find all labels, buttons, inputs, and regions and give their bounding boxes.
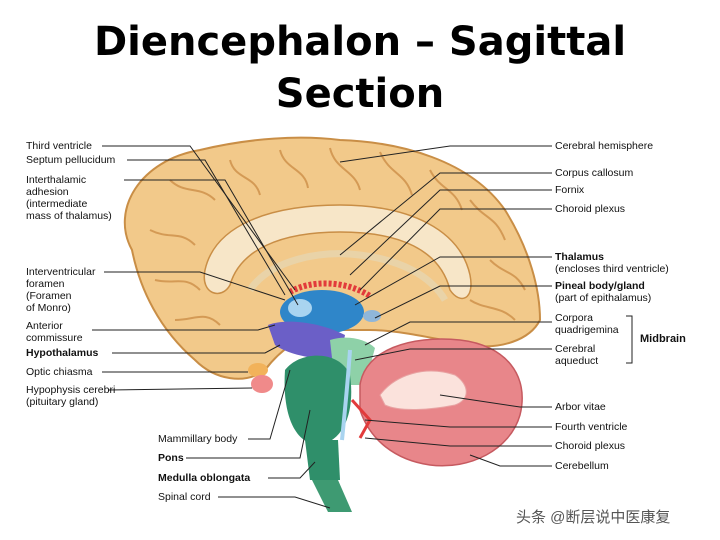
choroid-plexus-top (288, 280, 372, 299)
label-optic-chiasma: Optic chiasma (26, 366, 93, 378)
arbor-vitae (379, 370, 467, 411)
label-hypothalamus: Hypothalamus (26, 347, 99, 359)
label-septum-pellucidum: Septum pellucidum (26, 154, 116, 166)
page-title-line-2: Section (275, 71, 445, 117)
label-hypophysis-2: (pituitary gland) (26, 396, 99, 408)
label-aqueduct-1: Cerebral (555, 343, 596, 355)
label-choroid-plexus-bottom: Choroid plexus (555, 440, 626, 452)
label-anterior-1: Anterior (26, 320, 63, 332)
label-corpora-2: quadrigemina (555, 324, 619, 336)
label-corpora-1: Corpora (555, 312, 593, 324)
pons (284, 355, 352, 445)
hypothalamus (268, 321, 345, 360)
label-pineal: Pineal body/gland (555, 280, 645, 292)
watermark-text: 头条 @断层说中医康复 (516, 509, 671, 526)
leader-lines (92, 145, 633, 509)
spinal-cord (312, 480, 352, 512)
pituitary-gland (251, 375, 273, 393)
medulla-oblongata (305, 440, 340, 480)
cerebral-hemisphere (123, 136, 542, 380)
label-corpus-callosum: Corpus callosum (555, 167, 634, 179)
label-third-ventricle: Third ventricle (26, 140, 92, 152)
label-cerebral-hemisphere: Cerebral hemisphere (555, 140, 654, 152)
cerebral-aqueduct (340, 349, 352, 441)
page-title-line-1: Diencephalon – Sagittal (93, 19, 627, 65)
label-interventricular-1: Interventricular (26, 266, 96, 278)
corpus-callosum (203, 204, 472, 300)
label-interthalamic-4: mass of thalamus) (26, 210, 112, 222)
label-fourth-ventricle: Fourth ventricle (555, 421, 628, 433)
label-anterior-2: commissure (26, 332, 83, 344)
label-interthalamic-1: Interthalamic (26, 174, 87, 186)
label-pons: Pons (158, 452, 184, 464)
label-interthalamic-2: adhesion (26, 186, 69, 198)
interthalamic-adhesion (288, 299, 312, 317)
label-interventricular-4: of Monro) (26, 302, 71, 314)
label-hypophysis-1: Hypophysis cerebri (26, 384, 116, 396)
gyri-lines (149, 147, 526, 326)
label-interventricular-3: (Foramen (26, 290, 72, 302)
label-cerebellum: Cerebellum (555, 460, 609, 472)
optic-chiasma (248, 363, 268, 377)
label-pineal-sub: (part of epithalamus) (555, 292, 652, 304)
label-choroid-plexus-top: Choroid plexus (555, 203, 626, 215)
label-fornix: Fornix (555, 184, 585, 196)
label-interventricular-2: foramen (26, 278, 65, 290)
label-thalamus-sub: (encloses third ventricle) (555, 263, 669, 275)
label-mammillary-body: Mammillary body (158, 433, 238, 445)
pineal-body (363, 310, 381, 322)
label-medulla-oblongata: Medulla oblongata (158, 472, 251, 484)
fornix (247, 250, 449, 302)
label-interthalamic-3: (intermediate (26, 198, 88, 210)
label-spinal-cord: Spinal cord (158, 491, 211, 503)
label-midbrain: Midbrain (640, 333, 686, 345)
label-thalamus: Thalamus (555, 251, 605, 263)
label-aqueduct-2: aqueduct (555, 355, 599, 367)
label-arbor-vitae: Arbor vitae (555, 401, 606, 413)
